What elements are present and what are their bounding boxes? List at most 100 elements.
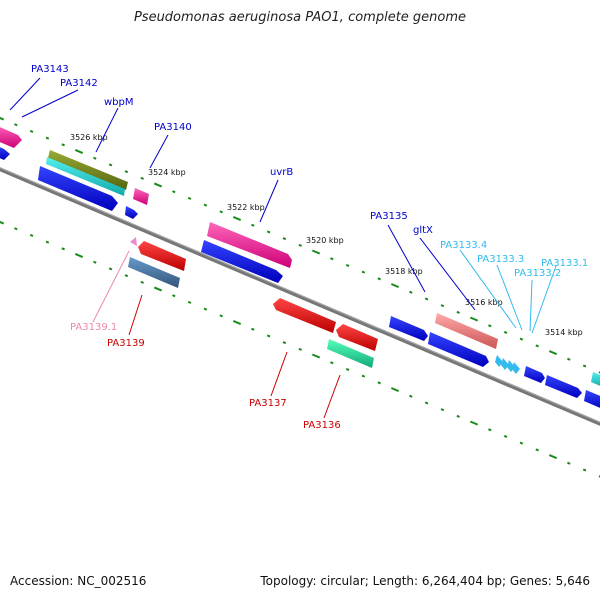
gene-forward-9[interactable]	[545, 375, 582, 398]
gene-label[interactable]: PA3139.1	[70, 322, 117, 333]
ruler-minor-tick	[93, 260, 97, 264]
ruler-minor-tick	[377, 277, 381, 281]
ruler-minor-tick	[108, 267, 113, 271]
gene-PA3133.4[interactable]	[495, 355, 503, 367]
gene-PA3135[interactable]	[389, 316, 428, 341]
ruler-minor-tick	[298, 347, 302, 351]
ruler-minor-tick	[361, 374, 366, 378]
tick-label: 3520 kbp	[306, 236, 344, 245]
gene-label[interactable]: uvrB	[270, 167, 293, 178]
gene-label[interactable]: PA3136	[303, 420, 341, 431]
ruler-minor-tick	[172, 294, 176, 298]
gene-PA3142[interactable]	[38, 166, 118, 211]
ruler-major-tick	[74, 149, 84, 154]
gene-label[interactable]: PA3133.2	[514, 268, 561, 279]
gene-PA3137-b[interactable]	[336, 324, 378, 351]
gene-PA3139-red[interactable]	[138, 241, 186, 271]
ruler-minor-tick	[409, 290, 413, 294]
gene-PA3137[interactable]	[273, 298, 336, 333]
ruler-minor-tick	[251, 327, 255, 331]
gene-label[interactable]: gltX	[413, 225, 433, 236]
ruler-major-tick	[311, 249, 321, 255]
gene-label[interactable]: PA3133.3	[477, 254, 524, 265]
gene-label[interactable]: PA3142	[60, 78, 98, 89]
ruler-major-tick	[0, 219, 5, 225]
gene-label[interactable]: PA3133.1	[541, 258, 588, 269]
ruler-minor-tick	[535, 344, 539, 348]
gene-label[interactable]: PA3133.4	[440, 240, 487, 251]
ruler-minor-tick	[266, 230, 271, 234]
ruler-minor-tick	[361, 270, 366, 274]
genome-backbone	[0, 167, 600, 426]
ruler-major-tick	[74, 253, 84, 258]
gene-forward-small[interactable]	[0, 145, 10, 160]
gene-forward-10[interactable]	[591, 372, 600, 388]
gene-uvrB-blue[interactable]	[201, 240, 283, 283]
ruler-minor-tick	[29, 233, 34, 237]
gene-PA3143[interactable]	[0, 125, 22, 148]
genome-summary: Topology: circular; Length: 6,264,404 bp…	[260, 574, 590, 588]
ruler-minor-tick	[282, 237, 287, 241]
ruler-minor-tick	[488, 428, 492, 432]
gene-PA3133.1[interactable]	[512, 362, 520, 374]
ruler-minor-tick	[567, 461, 571, 465]
accession-label: Accession: NC_002516	[10, 574, 147, 588]
ruler-minor-tick	[519, 441, 524, 445]
ruler-minor-tick	[45, 240, 50, 244]
ruler-minor-tick	[61, 247, 65, 251]
gene-label[interactable]: PA3143	[31, 64, 69, 75]
ruler-minor-tick	[424, 297, 429, 301]
ruler-minor-tick	[124, 170, 129, 174]
tick-label: 3524 kbp	[148, 168, 186, 177]
ruler-minor-tick	[488, 324, 492, 328]
gene-label[interactable]: PA3139	[107, 338, 145, 349]
ruler-minor-tick	[93, 156, 97, 160]
ruler-minor-tick	[330, 361, 334, 365]
gene-small-blue[interactable]	[125, 206, 138, 219]
ruler-minor-tick	[29, 129, 34, 133]
ruler-minor-tick	[61, 143, 65, 147]
gene-label[interactable]: PA3140	[154, 122, 192, 133]
gene-PA3136[interactable]	[327, 339, 374, 368]
ruler-minor-tick	[519, 337, 524, 341]
tick-label: 3526 kbp	[70, 133, 108, 142]
ruler-minor-tick	[330, 257, 334, 261]
gene-PA3139[interactable]	[128, 257, 180, 288]
gene-gltX-blue[interactable]	[428, 332, 489, 367]
gene-uvrB[interactable]	[207, 222, 292, 268]
gene-wbpM-cyan[interactable]	[46, 157, 125, 196]
ruler-dots-upper	[0, 115, 600, 375]
gene-forward-11[interactable]	[584, 390, 600, 410]
ruler-minor-tick	[567, 357, 571, 361]
ruler-major-tick	[469, 316, 479, 322]
ruler-minor-tick	[424, 401, 429, 405]
ruler-minor-tick	[251, 223, 255, 227]
ruler-major-tick	[548, 350, 558, 356]
ruler-major-tick	[390, 387, 400, 393]
gene-labels: PA3143 PA3142 wbpM PA3140 uvrB PA3135 gl…	[31, 64, 588, 431]
ruler-major-tick	[232, 216, 242, 222]
ruler-minor-tick	[45, 136, 50, 140]
ruler-minor-tick	[582, 364, 587, 368]
gene-label[interactable]: PA3135	[370, 211, 408, 222]
gene-wbpM[interactable]	[48, 150, 128, 190]
ruler-minor-tick	[187, 196, 192, 200]
ruler-minor-tick	[124, 274, 129, 278]
gene-PA3133.3[interactable]	[501, 358, 509, 370]
ruler-minor-tick	[456, 414, 460, 418]
gene-PA3139.1[interactable]	[130, 237, 137, 246]
gene-PA3140[interactable]	[133, 188, 149, 205]
ruler-minor-tick	[172, 190, 176, 194]
ruler-minor-tick	[298, 243, 302, 247]
gene-gltX[interactable]	[435, 313, 498, 349]
ruler-major-tick	[469, 420, 479, 426]
gene-label[interactable]: PA3137	[249, 398, 287, 409]
ruler-major-tick	[311, 353, 321, 359]
gene-forward-8[interactable]	[524, 366, 545, 383]
ruler-minor-tick	[440, 304, 445, 308]
map-title: Pseudomonas aeruginosa PAO1, complete ge…	[133, 10, 467, 25]
gene-label[interactable]: wbpM	[104, 97, 134, 108]
reverse-genes	[128, 237, 378, 368]
ruler-minor-tick	[377, 381, 381, 385]
